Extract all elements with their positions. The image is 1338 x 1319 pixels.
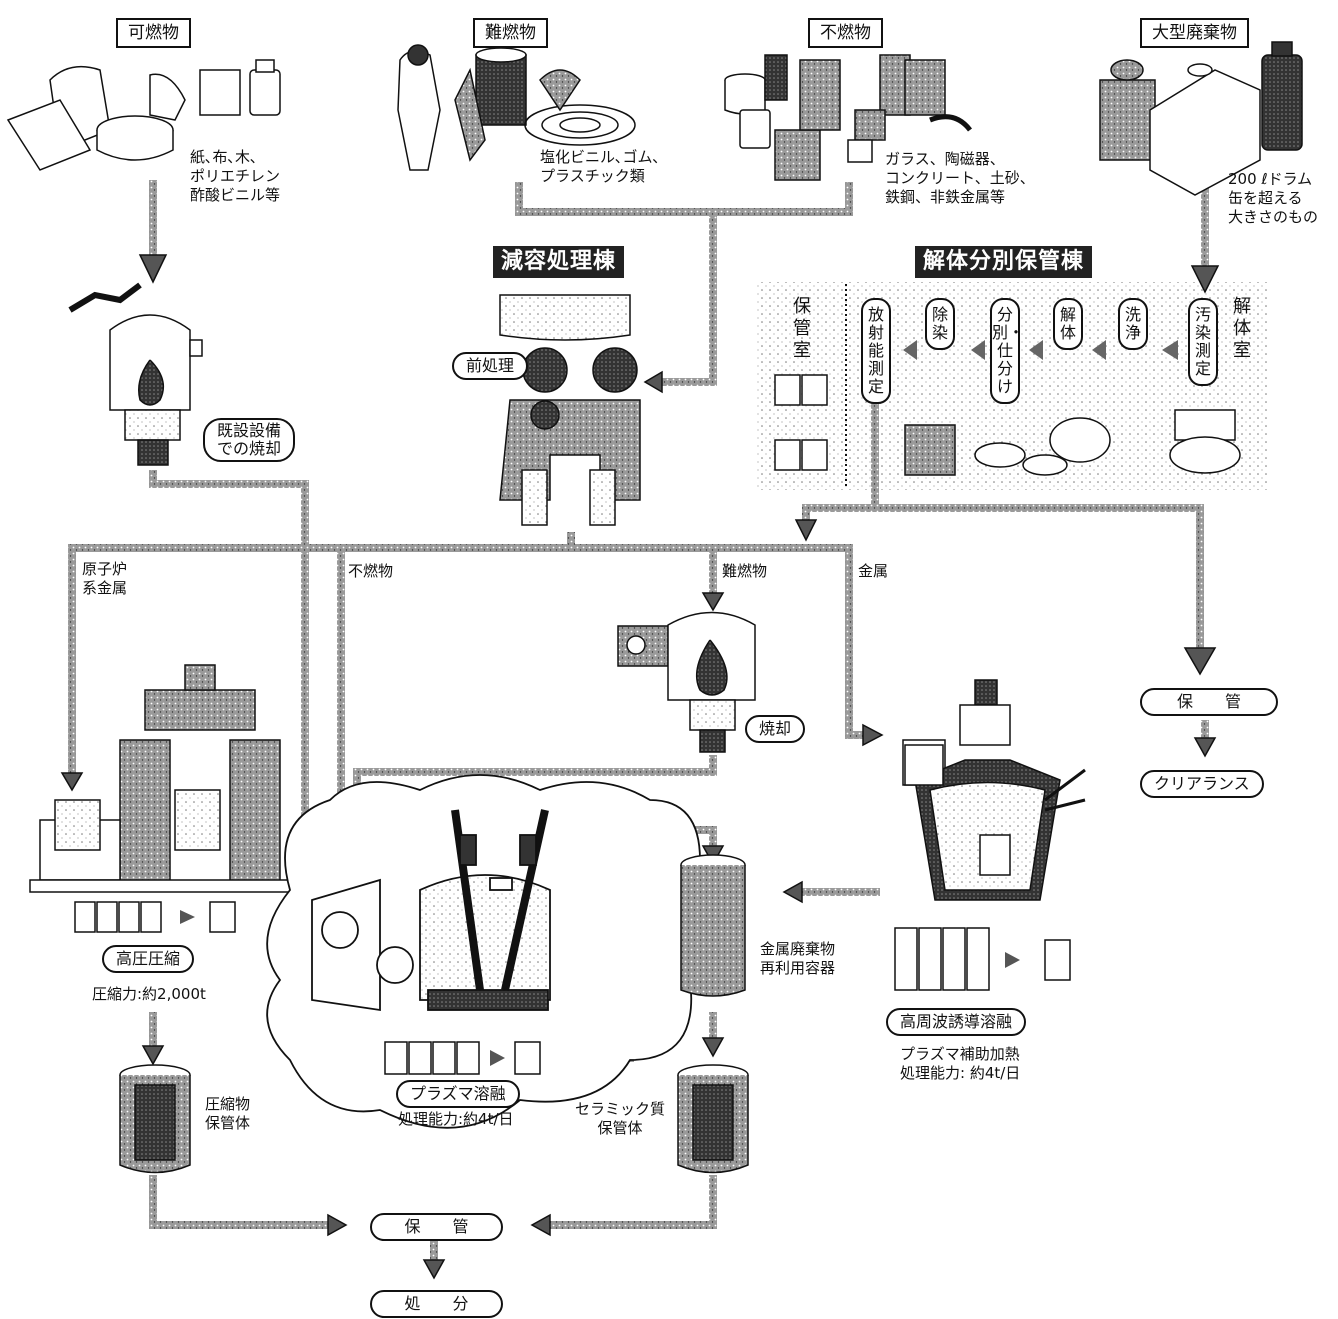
step-storage-room: 保管室 <box>792 296 812 362</box>
pretreatment-machine-illustration <box>500 295 640 525</box>
disposal: 処 分 <box>370 1290 503 1318</box>
step-decontamination: 除染 <box>925 298 955 350</box>
plasma-melting-spec: 処理能力:約4t/日 <box>398 1110 514 1129</box>
step-radioactivity-measurement: 放射能測定 <box>861 298 891 404</box>
flame-retardant-flow-label: 難燃物 <box>722 562 767 581</box>
existing-incinerator-illustration <box>70 285 202 465</box>
noncombustible-description: ガラス、陶磁器、 コンクリート、土砂、 鉄鋼、非鉄金属等 <box>885 150 1035 207</box>
existing-incineration-label: 既設設備 での焼却 <box>203 418 295 462</box>
volume-reduction-building-title: 減容処理棟 <box>493 246 624 278</box>
induction-melting-spec: プラズマ補助加熱 処理能力: 約4t/日 <box>900 1045 1020 1083</box>
storage-bottom: 保 管 <box>370 1213 503 1241</box>
plasma-furnace-illustration <box>267 775 718 1128</box>
step-dismantling-room: 解体室 <box>1232 296 1252 362</box>
dismantling-building-title: 解体分別保管棟 <box>915 246 1092 278</box>
combustible-title: 可燃物 <box>116 18 191 48</box>
induction-furnace-illustration <box>903 680 1085 900</box>
step-sorting: 分別・仕分け <box>990 298 1020 404</box>
flame-retardant-title: 難燃物 <box>473 18 548 48</box>
ceramic-container-label: セラミック質 保管体 <box>575 1100 665 1138</box>
high-pressure-compression-label: 高圧圧縮 <box>102 945 194 973</box>
incineration-label: 焼却 <box>745 715 805 743</box>
plasma-melting-label: プラズマ溶融 <box>396 1080 520 1108</box>
metal-flow-label: 金属 <box>858 562 888 581</box>
noncombustible-flow-label: 不燃物 <box>348 562 393 581</box>
compression-spec: 圧縮力:約2,000t <box>92 985 206 1004</box>
large-waste-title: 大型廃棄物 <box>1140 18 1249 48</box>
clearance: クリアランス <box>1140 770 1264 798</box>
induction-melting-label: 高周波誘導溶融 <box>886 1008 1026 1036</box>
step-washing: 洗浄 <box>1118 298 1148 350</box>
compressed-container-label: 圧縮物 保管体 <box>205 1095 250 1133</box>
step-dismantling: 解体 <box>1053 298 1083 350</box>
combustible-description: 紙､布､木､ ポリエチレン 酢酸ビニル等 <box>190 148 280 205</box>
pretreatment-label: 前処理 <box>452 352 528 380</box>
noncombustible-title: 不燃物 <box>808 18 883 48</box>
step-contamination-measurement: 汚染測定 <box>1188 298 1218 386</box>
incinerator-illustration <box>618 613 755 753</box>
storage-right: 保 管 <box>1140 688 1278 716</box>
large-waste-description: 200 ℓドラム 缶を超える 大きさのもの <box>1228 170 1318 227</box>
reactor-metal-flow-label: 原子炉 系金属 <box>82 560 127 598</box>
flame-retardant-description: 塩化ビニル､ゴム､ プラスチック類 <box>540 148 660 186</box>
metal-reuse-container-label: 金属廃棄物 再利用容器 <box>760 940 835 978</box>
